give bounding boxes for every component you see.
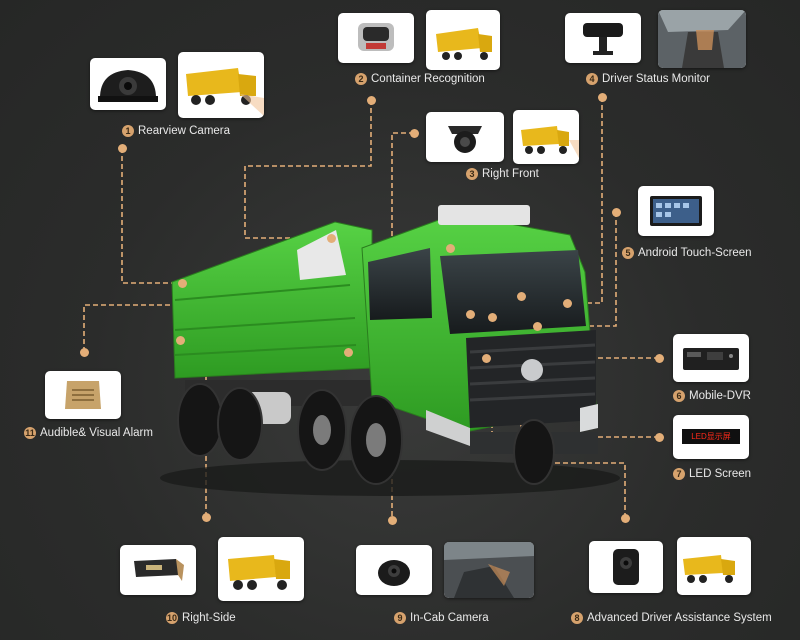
alarm-speaker-icon	[65, 381, 101, 409]
label-text: Container Recognition	[371, 73, 485, 85]
led-display-icon: LED显示屏	[682, 429, 740, 444]
connector-dot	[201, 512, 211, 522]
connector-dot	[117, 143, 127, 153]
side-camera-icon	[134, 559, 184, 581]
number-badge: 6	[673, 390, 685, 402]
dome-camera-icon	[448, 126, 482, 153]
number-badge: 7	[673, 468, 685, 480]
number-badge: 4	[586, 73, 598, 85]
led-screen-product-card: LED显示屏	[673, 415, 749, 459]
connector-1	[121, 148, 182, 284]
connector-dot	[654, 432, 664, 442]
right-front-truck-thumbnail	[513, 110, 579, 164]
connector-dot	[175, 335, 185, 345]
connector-dot	[481, 353, 491, 363]
right-side-truck-thumbnail	[218, 537, 304, 601]
connector-dot	[177, 278, 187, 288]
right-side-product-card	[120, 545, 196, 595]
adas-truck-thumbnail	[677, 537, 751, 595]
container-recognition-product-card	[338, 13, 414, 63]
driver-status-monitor-product-card	[565, 13, 641, 63]
led-screen-label: 7 LED Screen	[673, 468, 751, 480]
number-badge: 11	[24, 427, 36, 439]
connector-dot	[366, 95, 376, 105]
label-text: Right-Side	[182, 612, 236, 624]
label-text: Mobile-DVR	[689, 390, 751, 402]
connector-dot	[562, 298, 572, 308]
number-badge: 8	[571, 612, 583, 624]
driver-monitor-camera-icon	[583, 23, 623, 55]
connector-5	[537, 212, 617, 327]
rearview-truck-thumbnail	[178, 52, 264, 118]
connector-4	[567, 97, 603, 304]
adas-product-card	[589, 541, 663, 593]
connector-dot	[387, 515, 397, 525]
right-side-label: 10 Right-Side	[166, 612, 236, 624]
dump-truck-thumbnail-icon	[521, 126, 579, 158]
audible-visual-alarm-product-card	[45, 371, 121, 419]
right-front-label: 3 Right Front	[466, 168, 539, 180]
label-text: Right Front	[482, 168, 539, 180]
adas-camera-icon	[613, 549, 639, 585]
number-badge: 5	[622, 247, 634, 259]
connector-dot	[532, 321, 542, 331]
connector-dot	[445, 243, 455, 253]
right-front-product-card	[426, 112, 504, 162]
dvr-box-icon	[683, 348, 739, 370]
connector-dot	[611, 207, 621, 217]
rearview-camera-label: 1 Rearview Camera	[122, 125, 230, 137]
connector-dot	[597, 92, 607, 102]
dump-truck-thumbnail-icon	[228, 555, 290, 590]
number-badge: 9	[394, 612, 406, 624]
connector-dot	[343, 347, 353, 357]
connector-dot	[326, 233, 336, 243]
dump-truck-thumbnail-icon	[683, 555, 735, 583]
connector-dot	[654, 353, 664, 363]
android-touch-screen-label: 5 Android Touch-Screen	[622, 247, 752, 259]
mobile-dvr-product-card	[673, 334, 749, 382]
number-badge: 1	[122, 125, 134, 137]
label-text: Driver Status Monitor	[602, 73, 711, 85]
rearview-camera-icon	[98, 70, 158, 102]
driver-status-monitor-label: 4 Driver Status Monitor	[586, 73, 710, 85]
rearview-camera-product-card	[90, 58, 166, 110]
cab-interior-thumbnail-icon	[444, 542, 534, 598]
audible-visual-alarm-label: 11 Audible& Visual Alarm	[24, 427, 153, 439]
label-text: LED Screen	[689, 468, 752, 480]
connector-dot	[620, 513, 630, 523]
label-text: Android Touch-Screen	[638, 247, 752, 259]
cab-interior-thumbnail-icon	[658, 10, 746, 68]
connector-dot	[487, 312, 497, 322]
container-camera-icon	[358, 23, 394, 51]
dump-truck-thumbnail-icon	[186, 68, 264, 116]
label-text: Advanced Driver Assistance System	[587, 612, 772, 624]
mobile-dvr-label: 6 Mobile-DVR	[673, 390, 751, 402]
connector-2	[244, 100, 372, 239]
label-text: Rearview Camera	[138, 125, 231, 137]
connector-dot	[465, 309, 475, 319]
number-badge: 3	[466, 168, 478, 180]
adas-label: 8 Advanced Driver Assistance System	[571, 612, 772, 624]
number-badge: 10	[166, 612, 178, 624]
in-cab-interior-thumbnail	[444, 542, 534, 598]
connector-dot	[79, 347, 89, 357]
container-recognition-label: 2 Container Recognition	[355, 73, 485, 85]
driver-cab-thumbnail	[658, 10, 746, 68]
container-truck-thumbnail	[426, 10, 500, 70]
connector-dot	[516, 291, 526, 301]
dump-truck-thumbnail-icon	[436, 28, 492, 60]
in-cab-camera-product-card	[356, 545, 432, 595]
number-badge: 2	[355, 73, 367, 85]
connector-dot	[409, 128, 419, 138]
android-touch-screen-product-card	[638, 186, 714, 236]
in-cab-camera-label: 9 In-Cab Camera	[394, 612, 489, 624]
label-text: In-Cab Camera	[410, 612, 489, 624]
tablet-screen-icon	[650, 196, 702, 226]
label-text: Audible& Visual Alarm	[40, 427, 153, 439]
in-cab-camera-icon	[378, 560, 410, 586]
